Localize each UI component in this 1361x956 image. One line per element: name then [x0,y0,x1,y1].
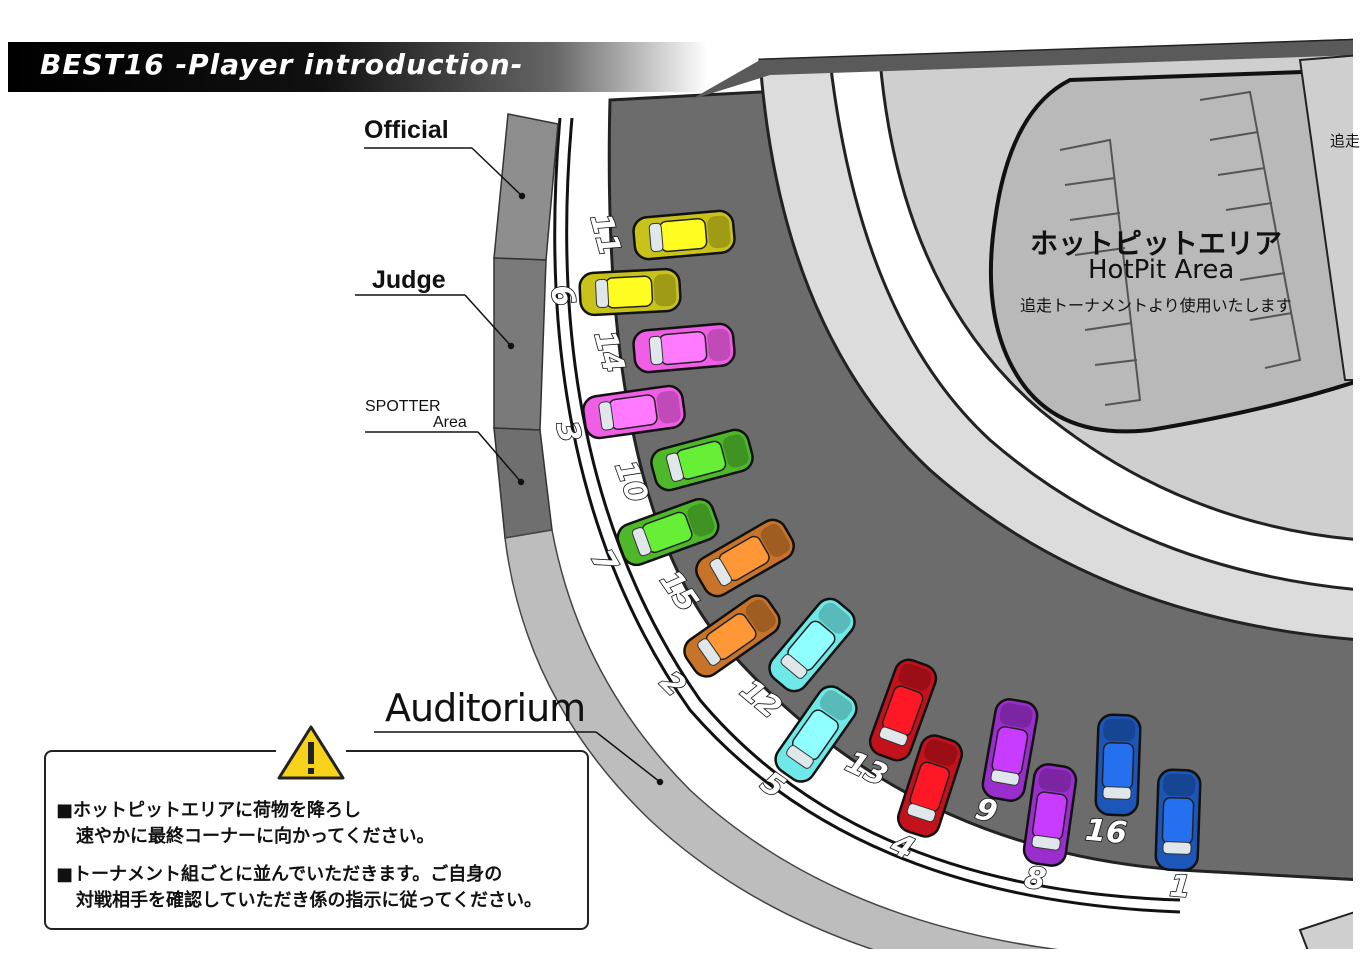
page-title: BEST16 -Player introduction- [40,48,524,81]
car-7 [616,497,720,567]
car-14 [632,322,736,374]
official-stand [493,113,559,261]
car-number-6: 6 [542,281,581,310]
car-2 [683,594,781,678]
warning-icon [276,725,346,782]
car-number-3: 3 [548,417,587,446]
hotpit-parking-lines [1059,90,1302,406]
official-label: Official [364,116,449,144]
car-number-2: 2 [653,665,693,705]
judge-label: Judge [372,266,446,294]
notice-line-1: ■ホットピットエリアに荷物を降ろし [56,800,362,821]
car-9 [981,698,1039,802]
car-6 [578,267,682,317]
car-number-16: 16 [1084,813,1129,852]
notice-line-2: 速やかに最終コーナーに向かってください。 [76,826,435,847]
car-11 [632,209,736,261]
car-1 [1154,768,1202,872]
car-8 [1022,763,1078,867]
hotpit-title-jp: ホットピットエリア [1030,227,1283,260]
car-5 [774,685,858,783]
auditorium-label: Auditorium [385,686,586,730]
notice-line-3: ■トーナメント組ごとに並んでいただきます。ご自身の [56,864,503,885]
car-4 [896,734,964,838]
car-3 [582,384,686,440]
hotpit-title-en: HotPit Area [1088,255,1235,285]
car-number-7: 7 [583,544,624,580]
hotpit-note: 追走トーナメントより使用いたします [1020,296,1292,315]
car-number-1: 1 [1168,869,1192,906]
title-bar [8,42,708,92]
notice-line-4: 対戦相手を確認していただき係の指示に従ってください。 [76,890,543,911]
auditorium-stand [504,529,1059,949]
spotter-label-line2: Area [433,414,467,431]
car-16 [1094,713,1142,817]
car-15 [695,518,795,598]
car-10 [650,428,754,492]
car-13 [868,658,938,762]
car-number-14: 14 [587,327,632,376]
edge-text: 追走 [1330,132,1361,150]
cars-layer [578,209,1202,872]
spotter-label-line1: SPOTTER [365,398,441,415]
car-number-4: 4 [885,826,920,867]
spotter-label: SPOTTER Area [365,399,467,431]
car-number-8: 8 [1022,860,1049,898]
judge-stand [493,257,547,431]
car-12 [768,597,856,693]
